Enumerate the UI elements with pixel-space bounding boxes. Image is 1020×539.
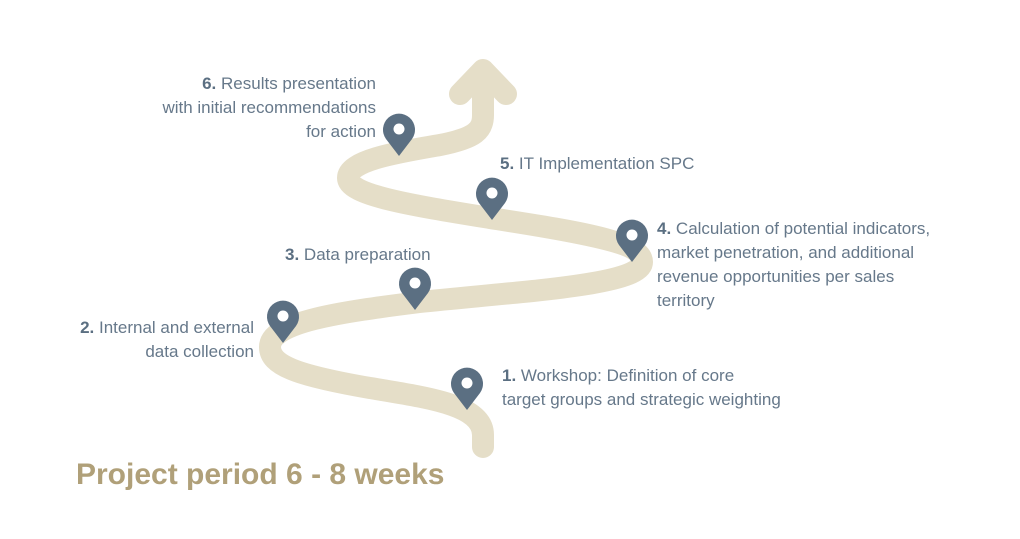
step-text: Results presentation	[221, 74, 376, 93]
step-text: revenue opportunities per sales	[657, 267, 895, 286]
step-2-label: 2. Internal and external data collection	[80, 316, 254, 364]
step-text: Data preparation	[303, 245, 431, 264]
map-pin-icon-3	[399, 267, 431, 310]
step-text: target groups and strategic weighting	[502, 390, 781, 409]
step-number: 6.	[202, 74, 217, 93]
step-4-label: 4. Calculation of potential indicators, …	[657, 217, 930, 313]
step-6-label: 6. Results presentation with initial rec…	[162, 72, 376, 144]
step-text: for action	[306, 122, 376, 141]
project-period-title: Project period 6 - 8 weeks	[76, 458, 445, 491]
step-number: 4.	[657, 219, 672, 238]
map-pin-icon-6	[383, 113, 415, 156]
step-text: IT Implementation SPC	[518, 154, 695, 173]
step-number: 2.	[80, 318, 95, 337]
step-5-label: 5. IT Implementation SPC	[500, 152, 694, 176]
step-text: Internal and external	[99, 318, 254, 337]
map-pin-icon-4	[616, 219, 648, 262]
winding-road	[259, 61, 653, 458]
step-number: 5.	[500, 154, 515, 173]
step-number: 1.	[502, 366, 517, 385]
map-pin-icon-5	[476, 177, 508, 220]
step-text: territory	[657, 291, 715, 310]
step-text: Calculation of potential indicators,	[675, 219, 931, 238]
step-3-label: 3. Data preparation	[285, 243, 431, 267]
arrow-head-icon	[449, 59, 517, 105]
step-text: market penetration, and additional	[657, 243, 915, 262]
map-pin-icon-2	[267, 300, 299, 343]
map-pin-icon-1	[451, 367, 483, 410]
step-text: data collection	[145, 342, 254, 361]
step-1-label: 1. Workshop: Definition of core target g…	[502, 364, 781, 412]
step-number: 3.	[285, 245, 300, 264]
step-text: Workshop: Definition of core	[520, 366, 735, 385]
step-text: with initial recommendations	[162, 98, 376, 117]
